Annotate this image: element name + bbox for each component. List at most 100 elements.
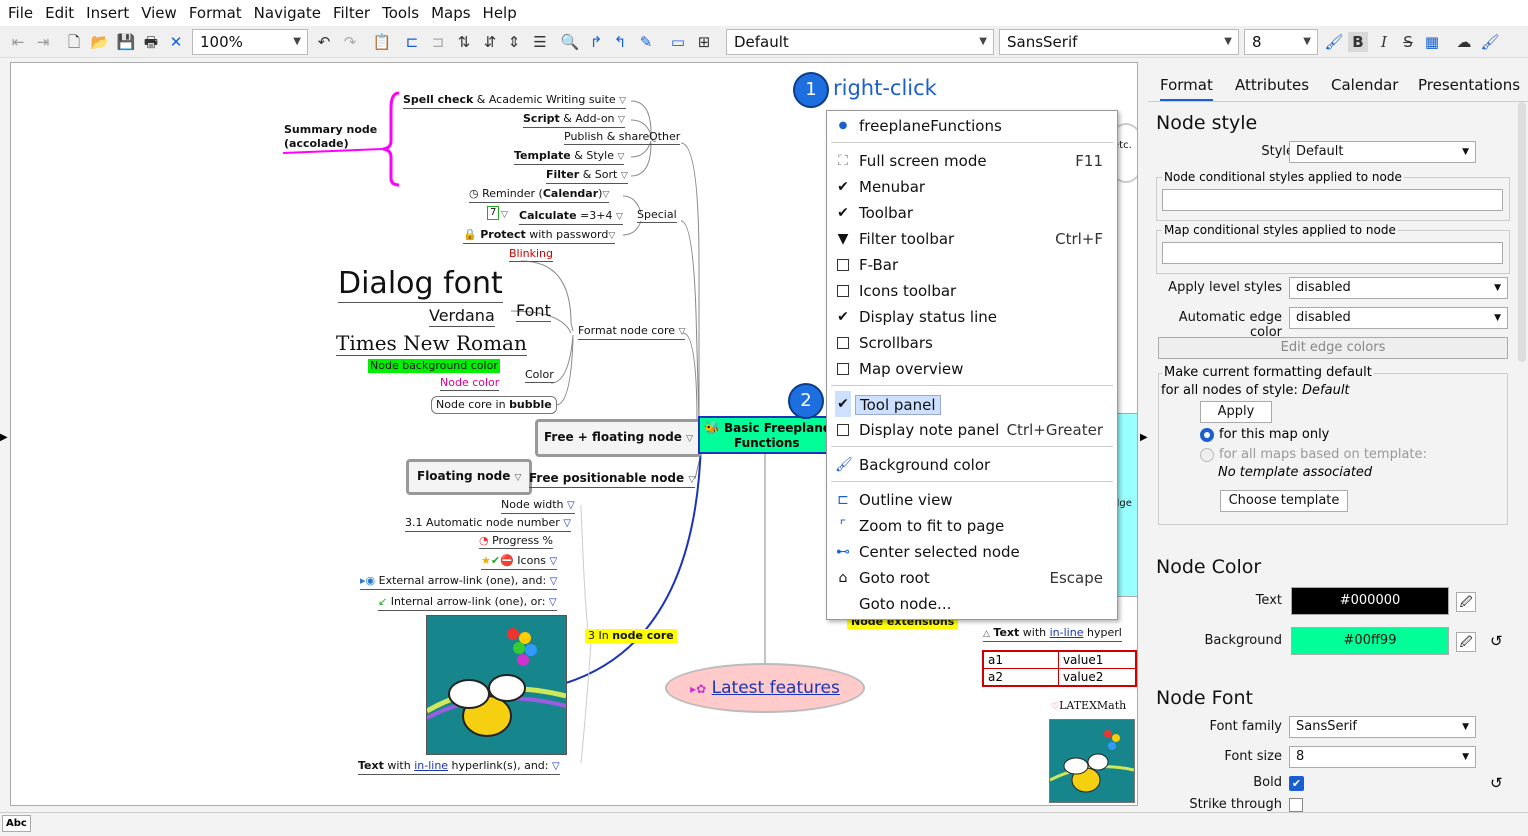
close-icon[interactable]: ✕ (169, 33, 183, 51)
menu-insert[interactable]: Insert (86, 4, 130, 22)
fold-triangle-icon[interactable]: △ (983, 629, 990, 639)
radio-this-map[interactable] (1200, 428, 1214, 442)
node-internal-link[interactable]: ↙ Internal arrow-link (one), or: ▽ (378, 595, 557, 611)
eyedropper-icon[interactable]: 🖉 (1456, 632, 1476, 652)
summary-node[interactable]: Summary node (accolade) (284, 123, 377, 151)
node-floating[interactable]: Floating node ▽ (406, 459, 533, 495)
menu-item-goto-node[interactable]: Goto node... (827, 591, 1117, 617)
node-reminder[interactable]: ◷ Reminder (Calendar)▽ (469, 187, 610, 203)
prev-node-icon[interactable]: ↰ (613, 33, 627, 51)
node-verdana[interactable]: Verdana (429, 306, 495, 327)
paste-icon[interactable]: 📋 (372, 33, 392, 51)
fold-triangle-icon[interactable]: ▽ (549, 576, 558, 587)
collapse-icon[interactable]: ☰ (533, 33, 547, 51)
tab-attributes[interactable]: Attributes (1235, 76, 1310, 94)
tab-format[interactable]: Format (1160, 76, 1213, 101)
next-node-icon[interactable]: ↱ (589, 33, 603, 51)
fold-triangle-icon[interactable]: ▽ (548, 597, 557, 608)
fold-triangle-icon[interactable]: ▽ (549, 556, 558, 567)
menu-view[interactable]: View (141, 4, 177, 22)
font-family-select[interactable]: SansSerif▼ (1289, 716, 1476, 738)
menu-item-menubar[interactable]: ✔Menubar (827, 174, 1117, 200)
back-icon[interactable]: ⇤ (11, 33, 25, 51)
move-up-icon[interactable]: ⇅ (457, 33, 471, 51)
reset-icon[interactable]: ↺ (1490, 774, 1503, 792)
node-other[interactable]: Other (649, 130, 681, 145)
menu-tools[interactable]: Tools (382, 4, 420, 22)
bold-checkbox[interactable]: ✔ (1289, 776, 1304, 791)
node-text-link-right[interactable]: △ Text with in-line hyperl (983, 626, 1122, 642)
left-collapse-icon[interactable]: ▶ (0, 432, 8, 443)
node-color-icon[interactable]: 🖌 (1324, 33, 1344, 51)
menu-edit[interactable]: Edit (45, 4, 75, 22)
fold-triangle-icon[interactable]: ▽ (619, 96, 627, 106)
table-cell[interactable]: value2 (1057, 668, 1137, 687)
zoom-select[interactable]: 100%▼ (192, 29, 308, 55)
node-auto-number[interactable]: 3.1 Automatic node number ▽ (405, 516, 571, 532)
unfold-icon[interactable]: ⊐ (431, 33, 445, 51)
strike-checkbox[interactable] (1289, 798, 1303, 812)
menu-item-map-overview[interactable]: Map overview (827, 356, 1117, 382)
expand-icon[interactable]: ⇕ (507, 33, 521, 51)
fold-triangle-icon[interactable]: ▽ (688, 475, 696, 485)
font-size-select[interactable]: 8▼ (1289, 746, 1476, 768)
menu-item-tool-panel[interactable]: ✔Tool panel (827, 391, 1117, 417)
style-select[interactable]: Default▼ (726, 29, 994, 55)
menu-item-icons-toolbar[interactable]: Icons toolbar (827, 278, 1117, 304)
menu-item-scrollbars[interactable]: Scrollbars (827, 330, 1117, 356)
bold-icon[interactable]: B (1348, 32, 1368, 52)
bg-color-swatch[interactable]: #00ff99 (1291, 627, 1449, 655)
node-free-positionable[interactable]: Free positionable node ▽ (529, 471, 696, 488)
node-progress[interactable]: ◔ Progress % (479, 534, 554, 549)
edit-icon[interactable]: ✎ (639, 33, 653, 51)
find-icon[interactable]: 🔍 (560, 33, 580, 51)
fold-triangle-icon[interactable]: ▽ (567, 500, 575, 511)
hyperlink[interactable]: in-line (414, 759, 449, 772)
apply-button[interactable]: Apply (1200, 401, 1272, 423)
fold-triangle-icon[interactable]: ▽ (686, 434, 694, 444)
node-script[interactable]: Script & Add-on ▽ (523, 112, 625, 128)
root-node[interactable]: 🐝 Basic Freeplane Functions (698, 416, 836, 454)
node-spell-check[interactable]: Spell check & Academic Writing suite ▽ (403, 93, 627, 109)
node-template[interactable]: Template & Style ▽ (514, 149, 625, 165)
cond-node-field[interactable] (1162, 189, 1503, 211)
node-times[interactable]: Times New Roman (336, 331, 527, 356)
fold-triangle-icon[interactable]: ▽ (501, 210, 508, 220)
fold-triangle-icon[interactable]: ▽ (514, 473, 522, 483)
menu-file[interactable]: File (8, 4, 34, 22)
table-cell[interactable]: a2 (982, 668, 1059, 687)
style-select[interactable]: Default▼ (1289, 141, 1476, 163)
fold-triangle-icon[interactable]: ▽ (551, 761, 560, 772)
move-down-icon[interactable]: ⇵ (483, 33, 497, 51)
latest-link[interactable]: Latest features (711, 678, 840, 698)
italic-icon[interactable]: I (1381, 33, 1387, 51)
open-icon[interactable]: 📂 (90, 33, 110, 51)
font-size-select[interactable]: 8▼ (1244, 29, 1318, 55)
redo-icon[interactable]: ↷ (343, 33, 357, 51)
apply-level-select[interactable]: disabled▼ (1289, 277, 1508, 299)
fold-triangle-icon[interactable]: ▽ (620, 171, 628, 181)
edit-edge-colors-button[interactable]: Edit edge colors (1158, 337, 1508, 359)
node-format-core[interactable]: Format node core ▽ (578, 324, 686, 340)
node-latex[interactable]: ♡LATEXMath (1051, 699, 1126, 714)
choose-template-button[interactable]: Choose template (1220, 490, 1348, 512)
menu-item-f-bar[interactable]: F-Bar (827, 252, 1117, 278)
node-calculate[interactable]: Calculate =3+4 ▽ (519, 209, 623, 225)
node-free-floating[interactable]: Free + floating node ▽ (535, 419, 703, 457)
node-etc[interactable]: etc. (1113, 139, 1132, 153)
text-color-swatch[interactable]: #000000 (1291, 587, 1449, 615)
menu-item-outline-view[interactable]: ⊏Outline view (827, 487, 1117, 513)
new-child-icon[interactable]: ⊞ (697, 33, 711, 51)
fold-triangle-icon[interactable]: ▽ (617, 152, 625, 162)
menu-format[interactable]: Format (188, 4, 242, 22)
menu-item-background-color[interactable]: 🖌Background color (827, 452, 1117, 478)
format-icon[interactable]: ▦ (1424, 33, 1440, 51)
strikethrough-icon[interactable]: S (1403, 33, 1413, 51)
print-icon[interactable]: 🖶 (143, 33, 159, 51)
node-blinking[interactable]: Blinking (509, 247, 554, 262)
eyedropper-icon[interactable]: 🖉 (1456, 592, 1476, 612)
cloud-icon[interactable]: ☁ (1456, 33, 1472, 51)
fold-triangle-icon[interactable]: ▽ (563, 518, 571, 529)
